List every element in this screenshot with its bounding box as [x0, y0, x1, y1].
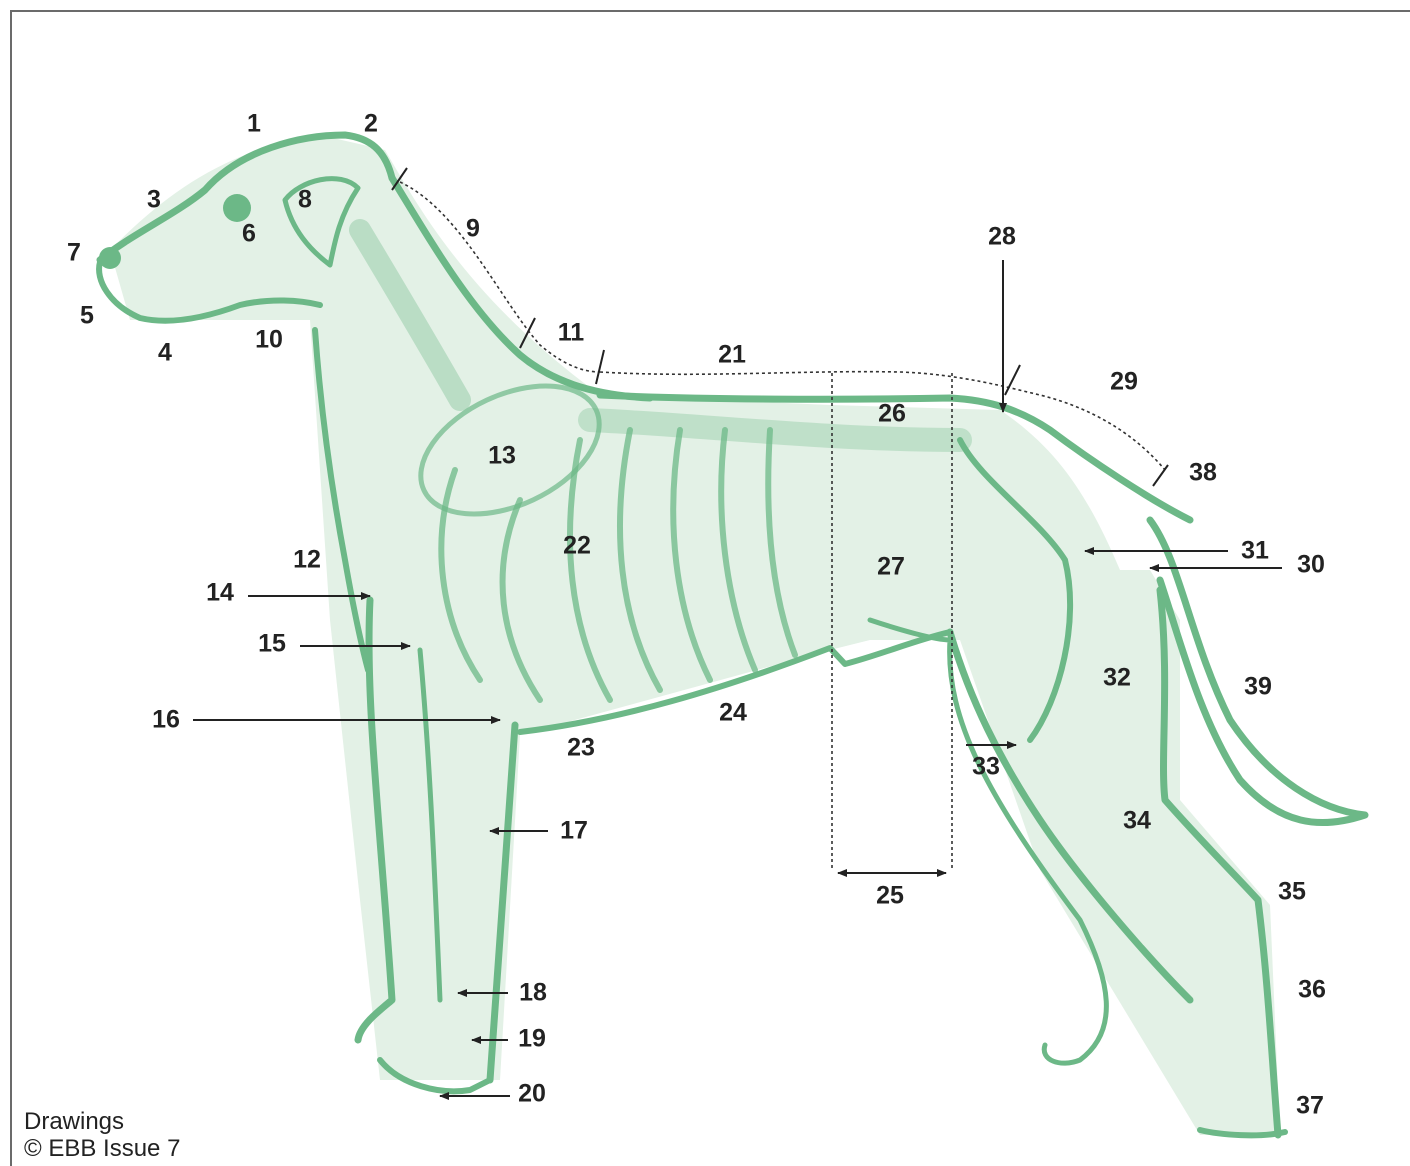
label-16: 16	[152, 708, 180, 733]
label-2: 2	[364, 112, 378, 137]
label-15: 15	[258, 632, 286, 657]
label-33: 33	[972, 755, 1000, 780]
label-35: 35	[1278, 880, 1306, 905]
credit-line-1: Drawings	[24, 1108, 180, 1135]
label-4: 4	[158, 341, 172, 366]
label-23: 23	[567, 736, 595, 761]
label-29: 29	[1110, 370, 1138, 395]
label-37: 37	[1296, 1094, 1324, 1119]
label-8: 8	[298, 188, 312, 213]
credit-line-2: © EBB Issue 7	[24, 1135, 180, 1162]
label-20: 20	[518, 1082, 546, 1107]
label-34: 34	[1123, 809, 1151, 834]
label-21: 21	[718, 343, 746, 368]
label-38: 38	[1189, 461, 1217, 486]
tail-outline	[1150, 520, 1365, 823]
label-3: 3	[147, 188, 161, 213]
label-27: 27	[877, 555, 905, 580]
label-39: 39	[1244, 675, 1272, 700]
label-30: 30	[1297, 553, 1325, 578]
eye-mark	[223, 194, 251, 222]
label-22: 22	[563, 534, 591, 559]
label-19: 19	[518, 1027, 546, 1052]
label-10: 10	[255, 328, 283, 353]
label-7: 7	[67, 241, 81, 266]
label-17: 17	[560, 819, 588, 844]
label-5: 5	[80, 304, 94, 329]
nose-mark	[99, 247, 121, 269]
drawing-credit: Drawings © EBB Issue 7	[24, 1108, 180, 1162]
label-6: 6	[242, 222, 256, 247]
label-28: 28	[988, 225, 1016, 250]
label-1: 1	[247, 112, 261, 137]
label-18: 18	[519, 981, 547, 1006]
label-31: 31	[1241, 539, 1269, 564]
label-25: 25	[876, 884, 904, 909]
label-13: 13	[488, 444, 516, 469]
label-26: 26	[878, 402, 906, 427]
label-9: 9	[466, 217, 480, 242]
label-11: 11	[558, 321, 584, 346]
label-14: 14	[206, 581, 234, 606]
label-32: 32	[1103, 666, 1131, 691]
dog-body-outline	[99, 135, 1365, 1135]
label-12: 12	[293, 548, 321, 573]
label-36: 36	[1298, 978, 1326, 1003]
label-24: 24	[719, 701, 747, 726]
